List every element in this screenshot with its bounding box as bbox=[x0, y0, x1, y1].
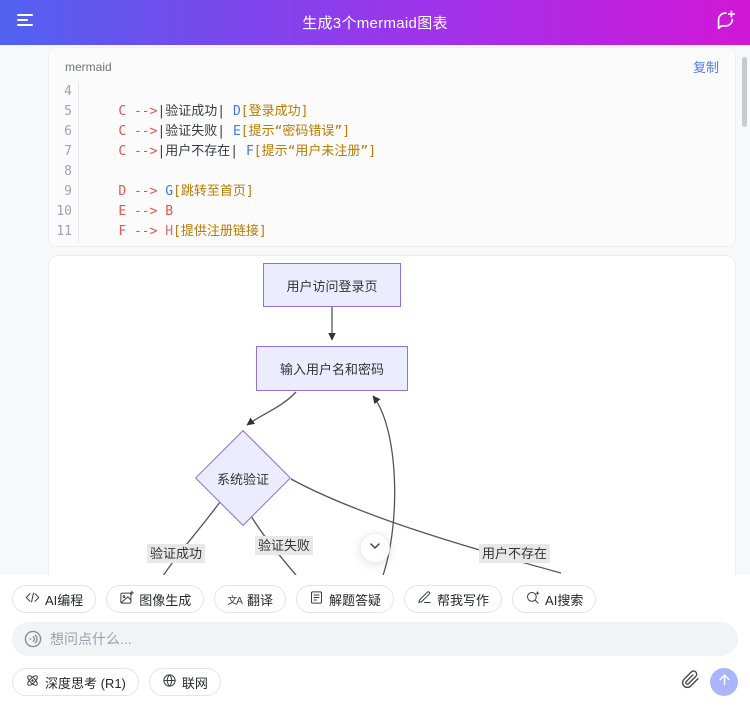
quick-action-ai-search[interactable]: AI搜索 bbox=[512, 585, 597, 613]
atom-icon bbox=[25, 673, 40, 691]
line-number: 6 bbox=[49, 122, 79, 142]
code-block-header: mermaid 复制 bbox=[49, 48, 735, 79]
input-placeholder: 想问点什么... bbox=[50, 631, 132, 647]
edge-label: 验证失败 bbox=[255, 536, 314, 555]
deep-think-toggle[interactable]: 深度思考 (R1) bbox=[12, 668, 139, 696]
node-label: 系统验证 bbox=[216, 471, 269, 487]
voice-icon bbox=[24, 630, 42, 648]
node-label: 输入用户名和密码 bbox=[279, 362, 384, 377]
quick-action-label: AI编程 bbox=[45, 592, 84, 608]
line-number: 9 bbox=[49, 182, 79, 202]
quick-action-solve-questions[interactable]: 解题答疑 bbox=[296, 585, 395, 613]
quick-action-label: 帮我写作 bbox=[437, 592, 490, 608]
chips-holder: 深度思考 (R1) 联网 bbox=[12, 668, 221, 696]
code-line: 9 D --> G[跳转至首页] bbox=[49, 182, 735, 202]
code-text: D --> G[跳转至首页] bbox=[118, 184, 254, 199]
quick-action-label: 翻译 bbox=[246, 592, 273, 608]
new-chat-button[interactable] bbox=[714, 0, 736, 45]
code-line: 6 C -->|验证失败| E[提示“密码错误”] bbox=[49, 122, 735, 142]
search-icon bbox=[525, 590, 540, 608]
translate-icon: 文A bbox=[227, 595, 243, 607]
paperclip-icon bbox=[681, 670, 700, 694]
flow-node-login-page: 用户访问登录页 bbox=[263, 263, 401, 307]
chat-scroll-area: mermaid 复制 4 5 C -->|验证成功| D[登录成功]6 C --… bbox=[0, 45, 750, 575]
chevron-down-icon bbox=[367, 538, 383, 559]
flow-node-enter-credentials: 输入用户名和密码 bbox=[256, 346, 408, 391]
code-line: 4 bbox=[49, 82, 735, 102]
code-line: 11 F --> H[提供注册链接] bbox=[49, 222, 735, 242]
footer-row: 深度思考 (R1) 联网 bbox=[12, 668, 738, 696]
globe-icon bbox=[162, 673, 177, 691]
flowchart-edges bbox=[162, 307, 562, 575]
line-number: 4 bbox=[49, 82, 79, 102]
mermaid-code-block: mermaid 复制 4 5 C -->|验证成功| D[登录成功]6 C --… bbox=[48, 47, 736, 247]
new-chat-icon bbox=[714, 9, 736, 36]
code-language-label: mermaid bbox=[65, 59, 112, 74]
code-text: C -->|验证成功| D[登录成功] bbox=[118, 104, 309, 119]
page-title: 生成3个mermaid图表 bbox=[302, 15, 448, 32]
code-text bbox=[79, 82, 95, 102]
code-line: 5 C -->|验证成功| D[登录成功] bbox=[49, 102, 735, 122]
quick-action-ai-coding[interactable]: AI编程 bbox=[12, 585, 97, 613]
quick-action-label: AI搜索 bbox=[545, 592, 584, 608]
app-header: 生成3个mermaid图表 bbox=[0, 0, 750, 45]
quick-action-image-generation[interactable]: 图像生成 bbox=[106, 585, 205, 613]
message-input[interactable]: 想问点什么... bbox=[12, 622, 738, 656]
line-number: 11 bbox=[49, 222, 79, 242]
code-text: F --> H[提供注册链接] bbox=[118, 224, 267, 239]
chip-label: 联网 bbox=[181, 675, 208, 691]
code-text: C -->|验证失败| E[提示“密码错误”] bbox=[118, 124, 351, 139]
arrow-up-icon bbox=[717, 672, 732, 692]
node-label: 用户访问登录页 bbox=[286, 278, 378, 294]
scrollbar[interactable] bbox=[742, 57, 747, 127]
pen-icon bbox=[417, 590, 432, 608]
mermaid-diagram-card: 用户访问登录页 输入用户名和密码 系统验证 验证成功 验证失败 用户不存在 bbox=[48, 255, 736, 575]
code-text: C -->|用户不存在| F[提示“用户未注册”] bbox=[118, 144, 377, 159]
code-text bbox=[79, 162, 95, 182]
code-text: E --> B bbox=[118, 204, 174, 219]
code-body: 4 5 C -->|验证成功| D[登录成功]6 C -->|验证失败| E[提… bbox=[49, 82, 735, 242]
quick-action-label: 解题答疑 bbox=[329, 592, 382, 608]
copy-code-button[interactable]: 复制 bbox=[692, 60, 719, 75]
doc-icon bbox=[309, 590, 324, 608]
menu-icon bbox=[14, 9, 36, 36]
web-search-toggle[interactable]: 联网 bbox=[148, 668, 221, 696]
edge-label: 用户不存在 bbox=[479, 544, 551, 563]
image-icon bbox=[119, 590, 135, 608]
code-line: 8 bbox=[49, 162, 735, 182]
flow-node-system-verify: 系统验证 bbox=[194, 429, 292, 527]
edge-label: 验证成功 bbox=[147, 544, 206, 563]
chip-label: 深度思考 (R1) bbox=[45, 675, 126, 691]
scroll-to-bottom-button[interactable] bbox=[360, 533, 390, 563]
send-button[interactable] bbox=[710, 668, 738, 696]
quick-action-label: 图像生成 bbox=[139, 592, 192, 608]
line-number: 5 bbox=[49, 102, 79, 122]
line-number: 8 bbox=[49, 162, 79, 182]
line-number: 7 bbox=[49, 142, 79, 162]
quick-action-help-me-write[interactable]: 帮我写作 bbox=[404, 585, 503, 613]
code-line: 10 E --> B bbox=[49, 202, 735, 222]
code-icon bbox=[25, 590, 40, 608]
menu-button[interactable] bbox=[14, 0, 36, 45]
attach-button[interactable] bbox=[681, 670, 700, 694]
line-number: 10 bbox=[49, 202, 79, 222]
code-line: 7 C -->|用户不存在| F[提示“用户未注册”] bbox=[49, 142, 735, 162]
